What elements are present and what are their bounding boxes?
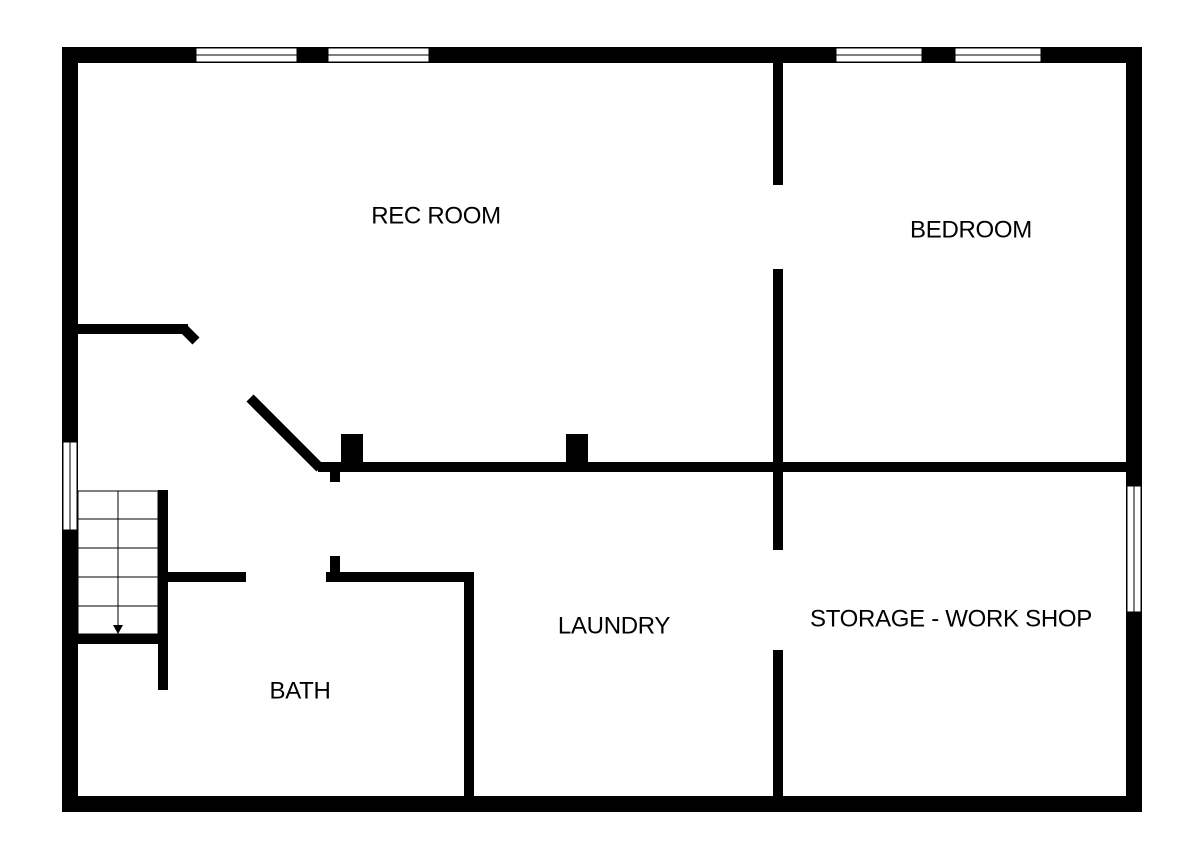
laundry-storage-wall-lower xyxy=(773,650,783,800)
laundry-storage-wall-upper xyxy=(773,470,783,550)
column-2 xyxy=(566,434,588,468)
windows xyxy=(62,47,1142,613)
window-top-4 xyxy=(954,47,1042,63)
rec-bedroom-wall-upper xyxy=(773,55,783,185)
hall-laundry-wall-top xyxy=(330,468,340,482)
left-wall xyxy=(62,47,78,812)
rec-bedroom-wall-lower xyxy=(773,269,783,474)
stair-down-arrow-icon xyxy=(113,625,123,634)
column-1 xyxy=(341,434,363,468)
mid-horizontal-wall xyxy=(318,462,1128,472)
staircase xyxy=(77,490,159,635)
hall-laundry-doorway xyxy=(331,482,339,556)
diagonal-wall-lower xyxy=(246,394,324,472)
window-left xyxy=(62,441,78,531)
stair-side-wall xyxy=(158,490,168,690)
rec-bedroom-doorway xyxy=(773,185,783,269)
window-top-1 xyxy=(195,47,298,63)
diagonal-wall-upper xyxy=(180,325,200,345)
window-top-2 xyxy=(327,47,430,63)
laundry-storage-doorway xyxy=(773,550,783,650)
window-right xyxy=(1126,485,1142,613)
stair-bottom-wall xyxy=(70,634,168,644)
bath-doorway xyxy=(246,573,326,581)
interior-walls xyxy=(70,55,1128,800)
room-labels: REC ROOM BEDROOM LAUNDRY STORAGE - WORK … xyxy=(269,202,1092,704)
bottom-wall xyxy=(62,796,1142,812)
label-laundry: LAUNDRY xyxy=(558,612,670,639)
hall-laundry-wall-bottom xyxy=(330,556,340,576)
bath-top-wall-right xyxy=(326,572,474,582)
label-bedroom: BEDROOM xyxy=(910,216,1032,243)
window-top-3 xyxy=(835,47,923,63)
stair-hall-top-wall xyxy=(70,324,188,334)
bath-top-wall-left xyxy=(160,572,246,582)
bath-laundry-wall xyxy=(464,572,474,800)
label-bath: BATH xyxy=(269,677,330,704)
label-storage-work-shop: STORAGE - WORK SHOP xyxy=(810,605,1092,632)
exterior-walls xyxy=(62,47,1142,812)
label-rec-room: REC ROOM xyxy=(371,202,501,229)
right-wall xyxy=(1126,47,1142,812)
